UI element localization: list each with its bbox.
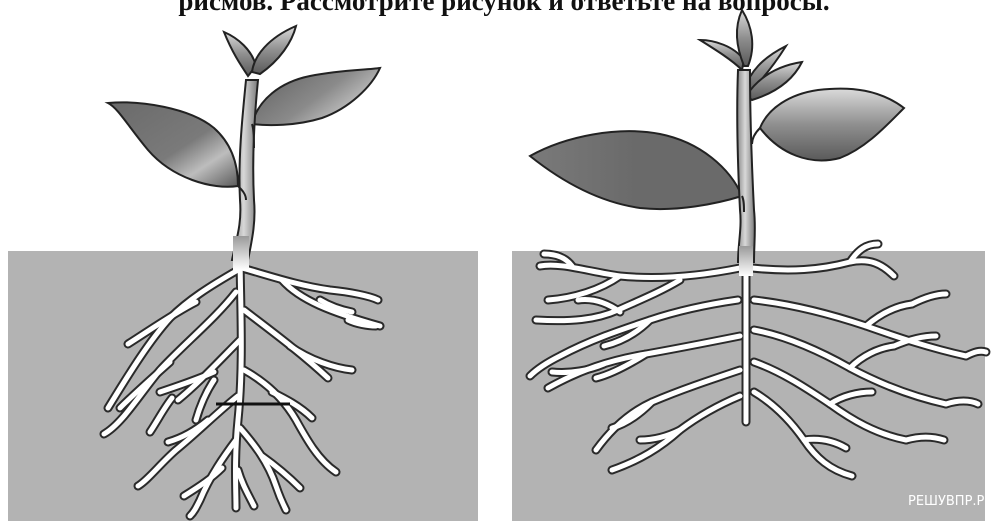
left-leaf-right [252, 68, 380, 125]
right-leaf-large [530, 131, 742, 209]
left-leaf-large [108, 102, 238, 186]
left-leaf-top-left [224, 32, 256, 76]
right-plant [512, 10, 986, 521]
right-leaf-right [760, 89, 904, 161]
watermark: РЕШУВПР.РФ [908, 494, 996, 509]
left-leaf-top-right [252, 26, 296, 74]
left-plant [8, 26, 478, 521]
